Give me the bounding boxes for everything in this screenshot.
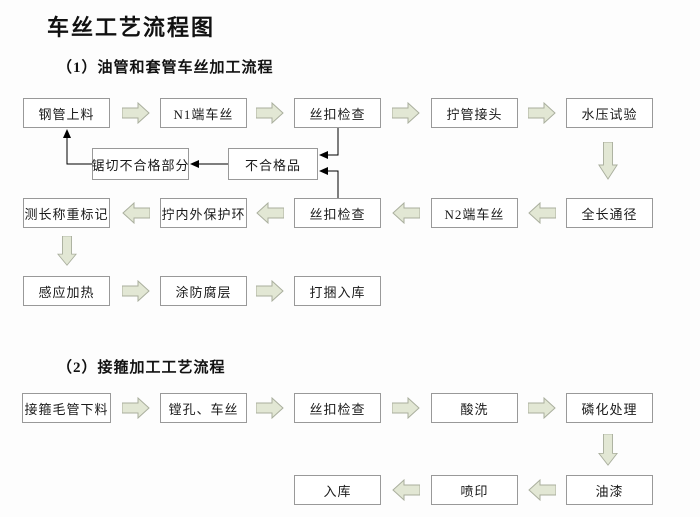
box-thread-inspection-2: 丝扣检查 bbox=[294, 198, 381, 228]
flow-arrow-down-icon bbox=[598, 434, 618, 466]
arrowhead-left-icon bbox=[319, 151, 328, 159]
flow-arrow-down-icon bbox=[57, 236, 77, 266]
flow-arrow-left-icon bbox=[256, 202, 284, 224]
flow-arrow-right-icon bbox=[392, 102, 420, 124]
box-boring-threading: 镗孔、车丝 bbox=[160, 393, 247, 423]
box-measure-weigh-mark: 测长称重标记 bbox=[23, 198, 110, 228]
box-n1-threading: N1端车丝 bbox=[160, 98, 247, 128]
box-coupling-blank-cutting: 接箍毛管下料 bbox=[22, 393, 111, 423]
flow-arrow-right-icon bbox=[122, 280, 150, 302]
flow-arrow-left-icon bbox=[392, 479, 420, 501]
flow-arrow-left-icon bbox=[528, 479, 556, 501]
arrowhead-up-icon bbox=[63, 129, 71, 138]
box-thread-inspection-1: 丝扣检查 bbox=[294, 98, 381, 128]
flow-arrow-right-icon bbox=[122, 397, 150, 419]
box-printing: 喷印 bbox=[431, 475, 518, 505]
connector-saw-to-loading bbox=[66, 137, 92, 165]
box-defective-product: 不合格品 bbox=[228, 148, 318, 180]
box-pickling: 酸洗 bbox=[431, 393, 518, 423]
connector-inspection1-to-defective bbox=[327, 128, 339, 156]
page-title: 车丝工艺流程图 bbox=[47, 15, 216, 40]
section-1-heading: （1）油管和套管车丝加工流程 bbox=[57, 60, 274, 76]
box-hydro-test: 水压试验 bbox=[566, 98, 653, 128]
section-2-heading: （2）接箍加工工艺流程 bbox=[57, 360, 226, 376]
flow-arrow-left-icon bbox=[392, 202, 420, 224]
box-saw-defective-part: 锯切不合格部分 bbox=[92, 148, 189, 180]
arrowhead-left-icon bbox=[319, 167, 328, 175]
box-painting: 油漆 bbox=[566, 475, 653, 505]
flow-arrow-right-icon bbox=[256, 397, 284, 419]
box-phosphating: 磷化处理 bbox=[566, 393, 653, 423]
box-n2-threading: N2端车丝 bbox=[431, 198, 518, 228]
flow-arrow-right-icon bbox=[528, 397, 556, 419]
flow-arrow-right-icon bbox=[256, 102, 284, 124]
box-anticorrosion-coating: 涂防腐层 bbox=[160, 276, 247, 306]
flow-arrow-right-icon bbox=[256, 280, 284, 302]
box-thread-inspection-3: 丝扣检查 bbox=[294, 393, 381, 423]
box-storage: 入库 bbox=[294, 475, 381, 505]
arrowhead-left-icon bbox=[190, 160, 199, 168]
flow-arrow-right-icon bbox=[528, 102, 556, 124]
box-protective-rings: 拧内外保护环 bbox=[160, 198, 247, 228]
box-coupling-tightening: 拧管接头 bbox=[431, 98, 518, 128]
flow-arrow-right-icon bbox=[392, 397, 420, 419]
box-induction-heating: 感应加热 bbox=[23, 276, 110, 306]
flow-arrow-left-icon bbox=[528, 202, 556, 224]
flow-arrow-right-icon bbox=[122, 102, 150, 124]
box-bundle-storage: 打捆入库 bbox=[294, 276, 381, 306]
box-full-length-drift: 全长通径 bbox=[566, 198, 653, 228]
box-pipe-loading: 钢管上料 bbox=[23, 98, 110, 128]
connector-inspection2-to-defective bbox=[327, 170, 339, 198]
flow-arrow-left-icon bbox=[122, 202, 150, 224]
flow-arrow-down-icon bbox=[598, 142, 618, 180]
